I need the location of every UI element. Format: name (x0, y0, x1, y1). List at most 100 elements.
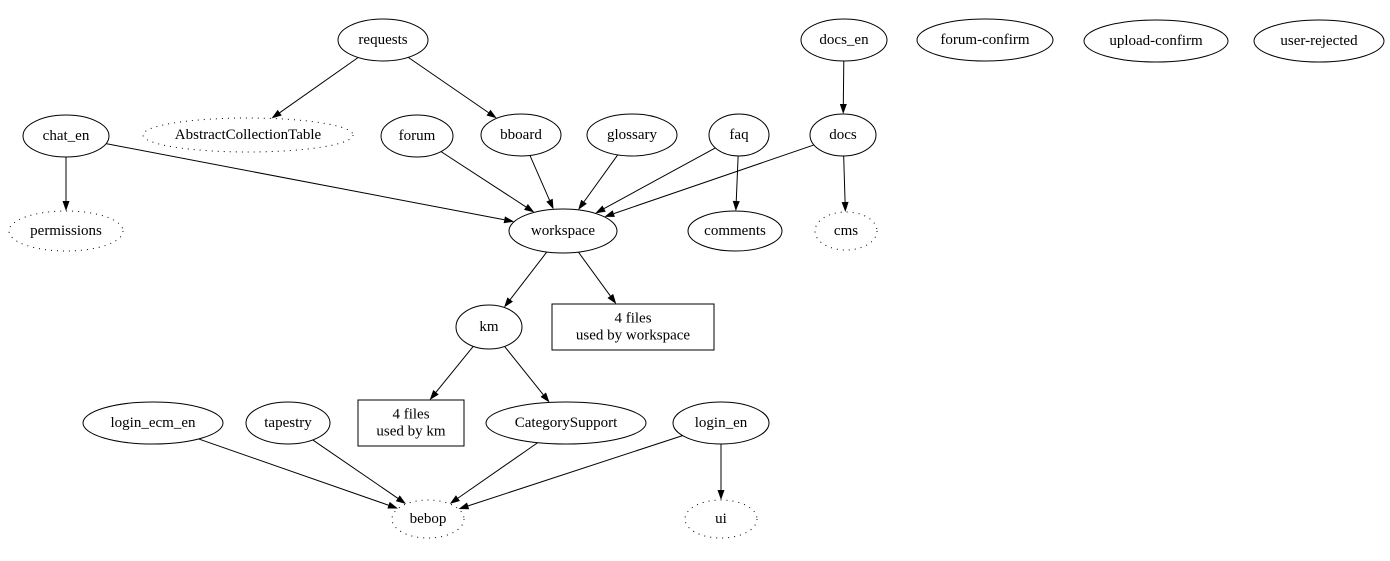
arrowhead-icon (595, 205, 606, 214)
arrowhead-icon (540, 392, 550, 403)
node-ellipse (672, 401, 770, 445)
node-ellipse (708, 113, 770, 157)
edge-requests-bboard (407, 56, 497, 119)
node-ellipse (1253, 19, 1385, 63)
node-label: bebop (410, 511, 447, 527)
node-ellipse (485, 401, 647, 445)
node-permissions: permissions (8, 210, 124, 252)
node-label: used by km (376, 424, 445, 440)
edge-docs-workspace (604, 144, 815, 217)
node-faq: faq (708, 113, 770, 157)
node-ellipse (245, 401, 331, 445)
edge-login_en-bebop (458, 435, 683, 510)
node-CategorySupport: CategorySupport (485, 401, 647, 445)
node-label: 4 files (392, 407, 429, 423)
node-label: glossary (607, 127, 657, 143)
node-ui: ui (684, 499, 758, 539)
node-label: 4 files (614, 311, 651, 327)
arrowhead-icon (387, 501, 398, 509)
edge-workspace-files_workspace (577, 251, 617, 304)
node-ellipse (8, 210, 124, 252)
edge-login_en-ui (717, 444, 725, 500)
node-comments: comments (687, 210, 783, 252)
node-ellipse (480, 113, 562, 157)
node-ellipse (455, 304, 523, 350)
node-box (357, 399, 465, 447)
node-label: bboard (500, 127, 542, 143)
node-label: used by workspace (576, 328, 690, 344)
edge-docs-cms (841, 155, 849, 212)
node-label: CategorySupport (515, 415, 618, 431)
edge-km-files_km (429, 346, 474, 400)
node-label: workspace (531, 223, 595, 239)
edge-CategorySupport-bebop (449, 442, 539, 504)
node-ellipse (814, 211, 878, 251)
node-docs_en: docs_en (800, 18, 888, 62)
node-forum: forum (380, 114, 454, 158)
edge-tapestry-bebop (312, 439, 407, 504)
node-ellipse (142, 117, 354, 153)
edge-chat_en-workspace (105, 143, 515, 224)
node-tapestry: tapestry (245, 401, 331, 445)
node-forum-confirm: forum-confirm (916, 18, 1054, 62)
edge-requests-AbstractCollectionTable (271, 57, 359, 119)
node-ellipse (687, 210, 783, 252)
arrowhead-icon (578, 199, 587, 210)
node-ellipse (22, 114, 110, 158)
node-label: tapestry (264, 415, 312, 431)
arrowhead-icon (524, 203, 535, 213)
node-ellipse (684, 499, 758, 539)
node-label: cms (834, 223, 858, 239)
node-upload-confirm: upload-confirm (1083, 19, 1229, 63)
node-label: user-rejected (1280, 33, 1358, 49)
node-bebop: bebop (391, 499, 465, 539)
node-login_en: login_en (672, 401, 770, 445)
edge-glossary-workspace (578, 154, 619, 210)
node-label: login_ecm_en (111, 415, 196, 431)
node-label: faq (729, 127, 749, 143)
arrowhead-icon (546, 198, 554, 210)
node-label: AbstractCollectionTable (175, 127, 322, 143)
node-cms: cms (814, 211, 878, 251)
arrowhead-icon (839, 103, 847, 114)
node-AbstractCollectionTable: AbstractCollectionTable (142, 117, 354, 153)
node-docs: docs (809, 113, 877, 157)
node-requests: requests (337, 18, 429, 62)
node-ellipse (1083, 19, 1229, 63)
arrowhead-icon (607, 293, 617, 304)
arrowhead-icon (486, 109, 497, 119)
arrowhead-icon (395, 495, 407, 504)
node-ellipse (391, 499, 465, 539)
arrowhead-icon (503, 216, 515, 224)
node-login_ecm_en: login_ecm_en (82, 401, 224, 445)
node-label: km (479, 319, 499, 335)
node-label: docs (829, 127, 857, 143)
node-ellipse (508, 208, 618, 254)
edge-bboard-workspace (529, 155, 554, 210)
node-km: km (455, 304, 523, 350)
node-user-rejected: user-rejected (1253, 19, 1385, 63)
node-label: upload-confirm (1109, 33, 1203, 49)
edge-km-CategorySupport (504, 346, 550, 403)
node-label: chat_en (43, 128, 90, 144)
edge-workspace-km (504, 251, 548, 308)
arrowhead-icon (732, 200, 740, 211)
node-ellipse (916, 18, 1054, 62)
arrowhead-icon (604, 210, 615, 217)
edge-forum-workspace (440, 151, 535, 213)
arrowhead-icon (717, 490, 725, 500)
node-ellipse (337, 18, 429, 62)
node-workspace: workspace (508, 208, 618, 254)
node-label: permissions (30, 223, 102, 239)
arrowhead-icon (458, 502, 470, 510)
edge-docs_en-docs (839, 60, 847, 114)
node-ellipse (586, 113, 678, 157)
arrowhead-icon (504, 297, 513, 308)
node-label: comments (704, 223, 766, 239)
node-ellipse (800, 18, 888, 62)
edge-faq-workspace (595, 147, 716, 214)
node-ellipse (82, 401, 224, 445)
node-glossary: glossary (586, 113, 678, 157)
